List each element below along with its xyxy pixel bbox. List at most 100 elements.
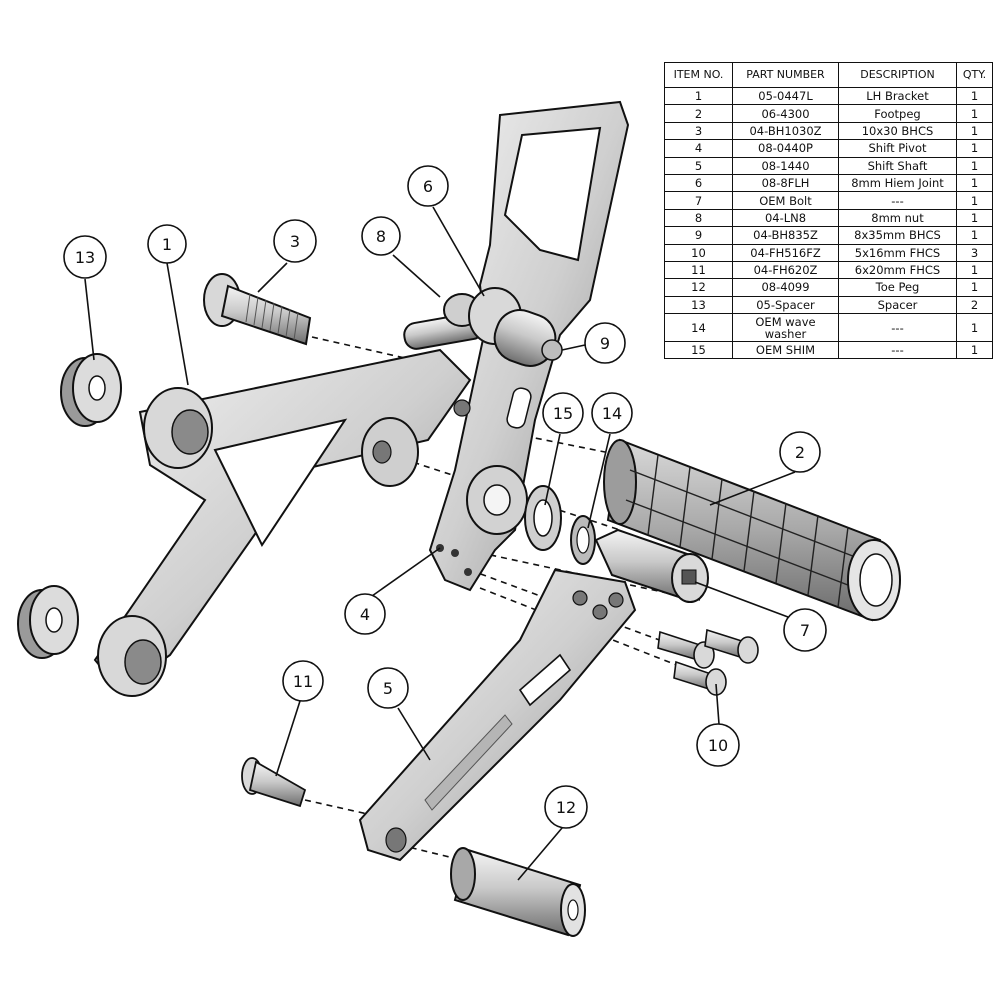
callout-6: 6 (407, 165, 449, 207)
item-no-cell: 6 (664, 173, 733, 193)
description-cell: 8mm Hiem Joint (838, 173, 957, 193)
svg-text:14: 14 (602, 404, 622, 423)
description-cell: --- (838, 313, 957, 343)
part-number-cell: OEM wave washer (732, 313, 839, 343)
spacer-upper (60, 353, 122, 427)
svg-text:8: 8 (376, 227, 386, 246)
description-cell: 10x30 BHCS (838, 121, 957, 141)
callout-11: 11 (282, 660, 324, 702)
part-number-cell: 04-BH1030Z (732, 121, 839, 141)
svg-text:1: 1 (162, 235, 172, 254)
oem-shim (524, 485, 562, 551)
qty-cell: 1 (956, 226, 993, 245)
description-cell: 5x16mm FHCS (838, 243, 957, 262)
description-cell: 8mm nut (838, 208, 957, 228)
qty-cell: 1 (956, 86, 993, 106)
oem-bolt (594, 528, 709, 603)
lh-bracket-part (93, 348, 472, 697)
qty-cell: 1 (956, 104, 993, 123)
part-number-cell: OEM Bolt (732, 191, 839, 210)
toe-peg-part (450, 847, 586, 937)
svg-text:6: 6 (423, 177, 433, 196)
item-no-cell: 1 (664, 86, 733, 106)
callout-5: 5 (367, 667, 409, 709)
description-cell: Shift Pivot (838, 139, 957, 158)
item-no-cell: 15 (664, 341, 733, 360)
item-no-cell: 10 (664, 243, 733, 262)
callout-1: 1 (147, 224, 187, 264)
svg-text:2: 2 (795, 443, 805, 462)
svg-text:15: 15 (553, 404, 573, 423)
description-cell: 8x35mm BHCS (838, 226, 957, 245)
heim-joint-assembly (403, 287, 563, 367)
svg-text:13: 13 (75, 248, 95, 267)
item-no-cell: 9 (664, 226, 733, 245)
qty-cell: 1 (956, 341, 993, 360)
qty-cell: 1 (956, 313, 993, 343)
callout-10: 10 (696, 723, 740, 767)
part-number-cell: OEM SHIM (732, 341, 839, 360)
item-no-cell: 4 (664, 139, 733, 158)
callout-7: 7 (783, 608, 827, 652)
part-number-cell: 04-FH620Z (732, 260, 839, 280)
qty-cell: 1 (956, 173, 993, 193)
callout-2: 2 (779, 431, 821, 473)
part-number-cell: 05-Spacer (732, 295, 839, 315)
bom-header-row: ITEM NO. PART NUMBER DESCRIPTION QTY. (664, 62, 993, 88)
part-number-cell: 08-4099 (732, 278, 839, 297)
callout-15: 15 (542, 392, 584, 434)
qty-cell: 1 (956, 208, 993, 228)
part-number-cell: 05-0447L (732, 86, 839, 106)
part-number-cell: 08-0440P (732, 139, 839, 158)
item-no-cell: 3 (664, 121, 733, 141)
qty-cell: 1 (956, 260, 993, 280)
callout-13: 13 (63, 235, 107, 279)
callout-leaders (84, 206, 796, 881)
part-number-cell: 06-4300 (732, 104, 839, 123)
item-no-header: ITEM NO. (664, 62, 733, 88)
description-cell: Shift Shaft (838, 156, 957, 175)
item-no-cell: 8 (664, 208, 733, 228)
bolt-10x30 (203, 273, 312, 346)
part-number-cell: 08-1440 (732, 156, 839, 175)
part-number-header: PART NUMBER (732, 62, 839, 88)
description-header: DESCRIPTION (838, 62, 957, 88)
wave-washer (570, 515, 596, 565)
qty-cell: 1 (956, 278, 993, 297)
svg-text:4: 4 (360, 605, 370, 624)
callout-3: 3 (273, 219, 317, 263)
fhcs-6x20 (241, 757, 307, 808)
item-no-cell: 2 (664, 104, 733, 123)
svg-text:3: 3 (290, 232, 300, 251)
item-no-cell: 11 (664, 260, 733, 280)
part-number-cell: 04-LN8 (732, 208, 839, 228)
svg-text:11: 11 (293, 672, 313, 691)
fhcs-screws (657, 628, 759, 696)
svg-text:5: 5 (383, 679, 393, 698)
part-number-cell: 04-BH835Z (732, 226, 839, 245)
item-no-cell: 13 (664, 295, 733, 315)
shift-shaft-part (358, 568, 637, 862)
description-cell: --- (838, 341, 957, 360)
item-no-cell: 14 (664, 313, 733, 343)
svg-text:12: 12 (556, 798, 576, 817)
qty-cell: 2 (956, 295, 993, 315)
qty-cell: 1 (956, 139, 993, 158)
description-cell: Footpeg (838, 104, 957, 123)
item-no-cell: 5 (664, 156, 733, 175)
part-number-cell: 08-8FLH (732, 173, 839, 193)
